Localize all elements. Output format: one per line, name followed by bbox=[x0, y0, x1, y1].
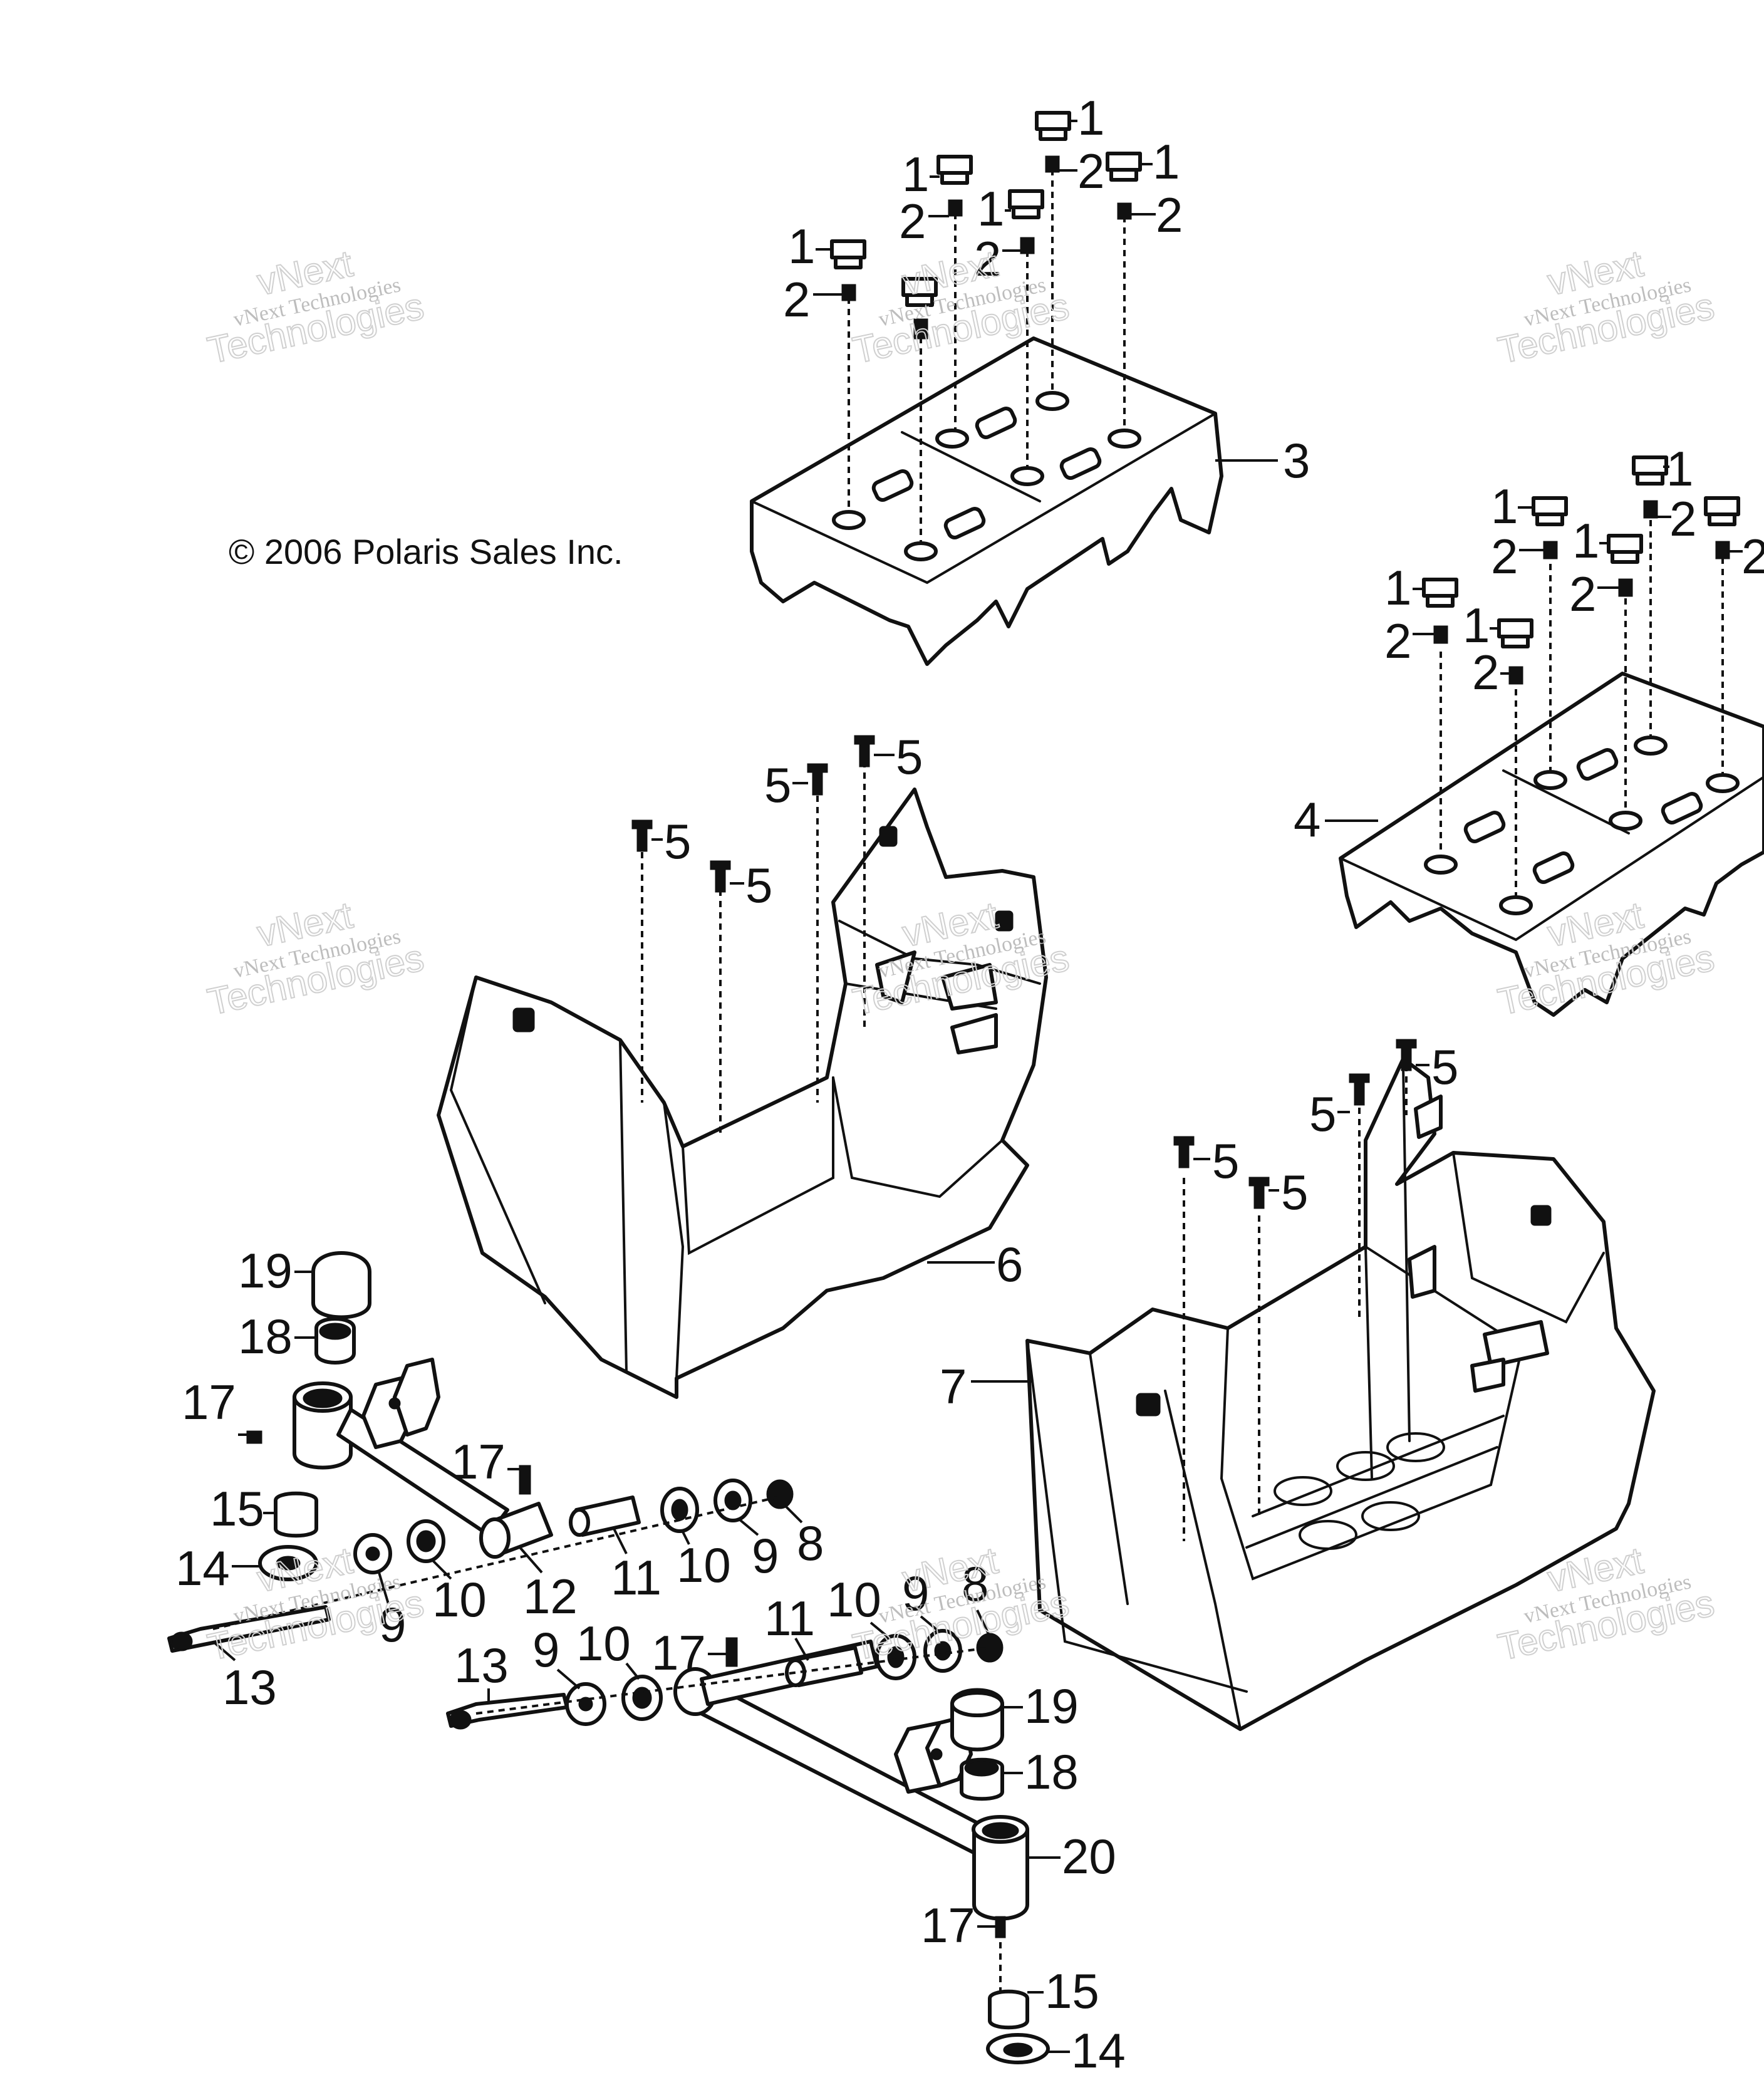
callout-5: 5 bbox=[1281, 1165, 1308, 1220]
watermark-middle-left: vNext Technologies vNext Technologies bbox=[204, 893, 428, 1024]
callout-4: 4 bbox=[1294, 792, 1320, 847]
callout-17: 17 bbox=[921, 1898, 975, 1953]
callout-5: 5 bbox=[896, 729, 923, 784]
callout-9: 9 bbox=[379, 1597, 406, 1652]
callout-14: 14 bbox=[175, 1541, 230, 1596]
callout-9: 9 bbox=[752, 1528, 779, 1583]
callout-1: 1 bbox=[1491, 479, 1518, 534]
callout-5: 5 bbox=[745, 858, 772, 913]
left-arm-assembly bbox=[167, 1251, 794, 1653]
part-3-callouts: 3 1 2 1 2 1 2 1 2 1 2 bbox=[783, 90, 1310, 488]
right-arm-callouts: 13 9 10 17 11 10 9 8 19 18 20 17 15 14 bbox=[454, 1556, 1126, 2078]
right-arm-assembly bbox=[446, 1629, 1050, 2064]
part-4-bracket bbox=[1339, 672, 1764, 1017]
callout-12: 12 bbox=[523, 1569, 578, 1624]
callout-2: 2 bbox=[1156, 187, 1183, 242]
callout-5: 5 bbox=[1431, 1039, 1458, 1094]
callout-2: 2 bbox=[1472, 645, 1499, 700]
callout-1: 1 bbox=[1463, 598, 1490, 653]
callout-11: 11 bbox=[611, 1550, 662, 1605]
part-6-footwell bbox=[437, 788, 1048, 1399]
callout-13: 13 bbox=[454, 1638, 509, 1693]
callout-2: 2 bbox=[1077, 143, 1104, 199]
left-arm-callouts: 19 18 17 17 15 14 9 10 12 11 10 9 8 13 bbox=[175, 1243, 824, 1715]
callout-5: 5 bbox=[1309, 1086, 1336, 1141]
callout-20: 20 bbox=[1062, 1829, 1116, 1884]
callout-2: 2 bbox=[899, 194, 926, 249]
callout-6: 6 bbox=[996, 1237, 1023, 1292]
callout-15: 15 bbox=[1045, 1963, 1099, 2019]
part-3-fasteners bbox=[830, 111, 1142, 542]
part-3-bracket bbox=[750, 336, 1223, 666]
callout-2: 2 bbox=[783, 272, 810, 327]
part-4-callouts: 4 1 2 1 2 1 2 1 2 1 2 2 bbox=[1294, 441, 1764, 847]
callout-18: 18 bbox=[238, 1309, 293, 1364]
callout-1: 1 bbox=[1572, 513, 1599, 568]
callout-3: 3 bbox=[1283, 433, 1310, 488]
callout-8: 8 bbox=[962, 1556, 988, 1611]
callout-8: 8 bbox=[797, 1516, 824, 1571]
callout-10: 10 bbox=[677, 1537, 731, 1593]
callout-19: 19 bbox=[238, 1243, 293, 1298]
part-6-fasteners bbox=[631, 735, 875, 1134]
callout-7: 7 bbox=[940, 1359, 967, 1414]
callout-9: 9 bbox=[902, 1566, 929, 1621]
callout-1: 1 bbox=[1384, 560, 1411, 615]
part-6-callouts: 5 5 5 5 6 bbox=[651, 729, 1023, 1292]
callout-1: 1 bbox=[977, 181, 1004, 236]
callout-10: 10 bbox=[827, 1572, 881, 1627]
callout-9: 9 bbox=[532, 1622, 559, 1677]
copyright-text: © 2006 Polaris Sales Inc. bbox=[229, 532, 623, 571]
callout-2: 2 bbox=[1741, 529, 1764, 584]
callout-5: 5 bbox=[1212, 1133, 1239, 1188]
callout-1: 1 bbox=[902, 147, 929, 202]
part-4-fasteners bbox=[1422, 455, 1740, 896]
callout-2: 2 bbox=[1569, 566, 1596, 621]
watermark-top-right: vNext Technologies vNext Technologies bbox=[1494, 242, 1719, 372]
callout-19: 19 bbox=[1024, 1678, 1079, 1734]
callout-15: 15 bbox=[210, 1481, 264, 1536]
callout-13: 13 bbox=[222, 1660, 277, 1715]
part-7-fasteners bbox=[1173, 1039, 1417, 1541]
callout-5: 5 bbox=[764, 757, 791, 813]
callout-1: 1 bbox=[1077, 90, 1104, 145]
part-7-footwell bbox=[1025, 1057, 1656, 1731]
callout-10: 10 bbox=[576, 1616, 631, 1671]
callout-1: 1 bbox=[1153, 134, 1180, 189]
callout-17: 17 bbox=[651, 1625, 706, 1680]
callout-1: 1 bbox=[1666, 441, 1693, 496]
callout-2: 2 bbox=[1669, 491, 1696, 546]
watermark-top-left: vNext Technologies vNext Technologies bbox=[204, 242, 428, 372]
callout-5: 5 bbox=[664, 814, 691, 869]
callout-18: 18 bbox=[1024, 1744, 1079, 1799]
callout-11: 11 bbox=[764, 1591, 815, 1646]
callout-10: 10 bbox=[432, 1572, 487, 1627]
callout-17: 17 bbox=[451, 1434, 506, 1489]
callout-17: 17 bbox=[182, 1375, 236, 1430]
callout-2: 2 bbox=[1491, 529, 1518, 584]
callout-2: 2 bbox=[974, 231, 1001, 286]
callout-1: 1 bbox=[788, 219, 815, 274]
part-7-callouts: 5 5 5 5 7 bbox=[940, 1039, 1458, 1414]
callout-14: 14 bbox=[1071, 2023, 1126, 2078]
callout-2: 2 bbox=[1384, 613, 1411, 668]
